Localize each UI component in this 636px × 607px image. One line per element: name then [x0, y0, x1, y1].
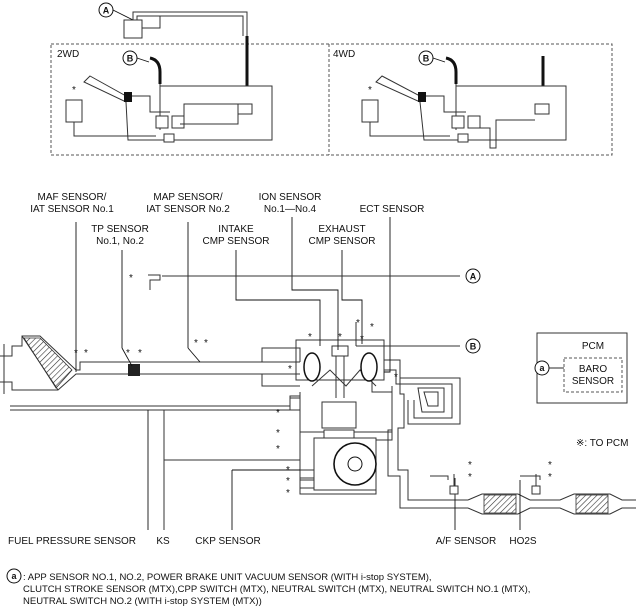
marker-21: *	[468, 460, 472, 471]
marker-9: *	[338, 332, 342, 343]
marker-12: *	[360, 334, 364, 345]
catalyst-1	[483, 494, 517, 514]
callout-b-4wd: B	[418, 50, 434, 66]
label-maf-1: MAF SENSOR/	[38, 192, 107, 203]
marker-23: *	[548, 460, 552, 471]
exhaust-cmp-lead	[341, 250, 363, 344]
label-ion-1: ION SENSOR	[259, 192, 322, 203]
footnote-callout-a	[6, 568, 22, 584]
to-pcm-legend: ※: TO PCM	[576, 438, 628, 449]
pcm-title: PCM	[582, 341, 604, 352]
marker-18: *	[286, 465, 290, 476]
engine-schematic	[0, 217, 636, 530]
label-ckp: CKP SENSOR	[195, 536, 260, 547]
panel-2wd: B *	[65, 36, 273, 143]
label-map-2: IAT SENSOR No.2	[146, 204, 230, 215]
canister-box-2wd	[65, 99, 83, 123]
marker-14: *	[394, 372, 398, 383]
label-exhaust-2: CMP SENSOR	[308, 236, 375, 247]
vacuum-hose-panel: A 2WD 4WD B	[50, 2, 613, 156]
svg-text:A: A	[470, 272, 477, 282]
label-intake-1: INTAKE	[218, 224, 254, 235]
panel-4wd: B *	[361, 50, 567, 149]
purge-solenoid-box	[123, 19, 143, 39]
baro-label-1: BARO	[579, 364, 608, 375]
marker-5: *	[138, 348, 142, 359]
label-ks: KS	[156, 536, 170, 547]
callout-b-right: B	[465, 338, 481, 354]
ion-lead	[291, 217, 339, 350]
marker-3: *	[84, 348, 88, 359]
label-maf-2: IAT SENSOR No.1	[30, 204, 114, 215]
catalyst-2	[575, 494, 609, 514]
svg-text:B: B	[127, 54, 134, 64]
marker-10: *	[356, 318, 360, 329]
label-exhaust-1: EXHAUST	[318, 224, 365, 235]
marker-7: *	[204, 338, 208, 349]
svg-text:B: B	[423, 54, 430, 64]
label-ho2s: HO2S	[509, 536, 537, 547]
label-intake-2: CMP SENSOR	[202, 236, 269, 247]
marker-6: *	[194, 338, 198, 349]
marker-13: *	[288, 364, 292, 375]
marker-4wd: *	[368, 85, 372, 96]
pcm-box: PCM BARO SENSOR a	[534, 332, 628, 404]
marker-11: *	[370, 322, 374, 333]
sensor-labels: MAF SENSOR/ IAT SENSOR No.1 MAP SENSOR/ …	[8, 192, 537, 547]
footnote: a : APP SENSOR NO.1, NO.2, POWER BRAKE U…	[6, 568, 530, 607]
label-fuel-pressure: FUEL PRESSURE SENSOR	[8, 536, 136, 547]
intake-cmp-lead	[235, 250, 321, 346]
ect-lead	[384, 217, 391, 373]
marker-22: *	[468, 472, 472, 483]
callout-circle-a-pcm: a	[534, 360, 550, 376]
vacuum-panel-frame	[50, 43, 613, 156]
marker-2: *	[74, 348, 78, 359]
to-pcm-markers: * * * * * * * * * * * * * * * * * * * * …	[74, 273, 552, 499]
callout-a-top-letter: A	[103, 6, 110, 16]
callout-a-right: A	[465, 268, 481, 284]
callout-a-top: A	[98, 2, 114, 18]
panel-4wd-title: 4WD	[333, 49, 355, 60]
label-tp-2: No.1, No.2	[96, 236, 144, 247]
panel-2wd-title: 2WD	[57, 49, 79, 60]
svg-text:B: B	[470, 342, 477, 352]
marker-4: *	[126, 348, 130, 359]
footnote-line-3: NEUTRAL SWITCH NO.2 (WITH i-stop SYSTEM …	[23, 596, 262, 607]
footnote-line-1: : APP SENSOR NO.1, NO.2, POWER BRAKE UNI…	[23, 572, 432, 583]
throttle-body	[128, 364, 140, 376]
baro-label-2: SENSOR	[572, 376, 614, 387]
marker-16: *	[276, 428, 280, 439]
label-map-1: MAP SENSOR/	[153, 192, 222, 203]
svg-text:a: a	[11, 571, 17, 581]
label-ect: ECT SENSOR	[360, 204, 425, 215]
marker-19: *	[286, 476, 290, 487]
marker-20: *	[286, 488, 290, 499]
marker-24: *	[548, 472, 552, 483]
label-af: A/F SENSOR	[436, 536, 497, 547]
label-ion-2: No.1—No.4	[264, 204, 317, 215]
callout-b-2wd: B	[122, 50, 138, 66]
marker-15: *	[276, 408, 280, 419]
footnote-line-2: CLUTCH STROKE SENSOR (MTX),CPP SWITCH (M…	[23, 584, 530, 595]
marker-1: *	[129, 273, 133, 284]
marker-2wd: *	[72, 85, 76, 96]
svg-text:a: a	[539, 363, 545, 373]
marker-8: *	[308, 332, 312, 343]
canister-box-4wd	[361, 99, 379, 123]
marker-17: *	[276, 444, 280, 455]
label-tp-1: TP SENSOR	[91, 224, 149, 235]
